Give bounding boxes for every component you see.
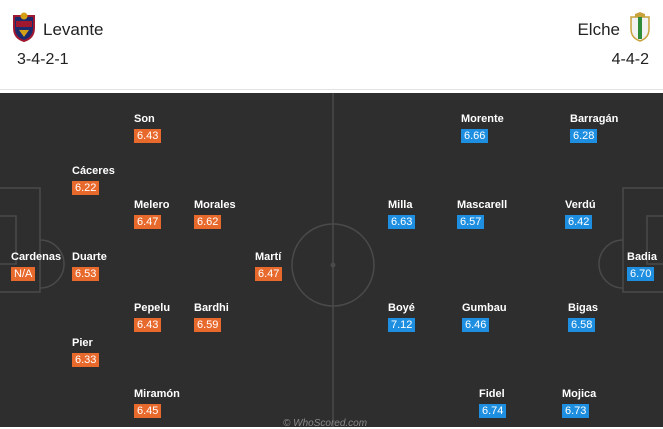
home-player-bardhi[interactable]: Bardhi 6.59	[194, 302, 254, 333]
pitch	[0, 93, 663, 427]
player-rating: 6.58	[568, 318, 596, 332]
player-rating: 6.47	[255, 267, 283, 281]
player-rating: 6.42	[565, 215, 593, 229]
away-player-badia[interactable]: Badia 6.70	[627, 251, 663, 282]
player-rating: 6.46	[462, 318, 490, 332]
levante-crest-icon	[11, 12, 37, 43]
match-header: Levante 3-4-2-1 Elche 4-4-2	[0, 0, 663, 90]
home-player-duarte[interactable]: Duarte 6.53	[72, 251, 132, 282]
player-rating: N/A	[11, 267, 36, 281]
watermark: © WhoScored.com	[283, 418, 368, 429]
away-player-morente[interactable]: Morente 6.66	[461, 113, 521, 144]
away-player-verdu[interactable]: Verdú 6.42	[565, 199, 625, 230]
player-rating: 6.70	[627, 267, 655, 281]
player-name: Bigas	[568, 302, 598, 314]
home-player-pier[interactable]: Pier 6.33	[72, 337, 132, 368]
away-player-mojica[interactable]: Mojica 6.73	[562, 388, 622, 419]
away-formation: 4-4-2	[611, 51, 649, 68]
home-player-morales[interactable]: Morales 6.62	[194, 199, 254, 230]
away-player-barragan[interactable]: Barragán 6.28	[570, 113, 630, 144]
home-player-marti[interactable]: Martí 6.47	[255, 251, 315, 282]
player-rating: 6.74	[479, 404, 507, 418]
player-rating: 6.22	[72, 181, 100, 195]
player-name: Morente	[461, 113, 504, 125]
player-rating: 6.47	[134, 215, 162, 229]
player-rating: 6.57	[457, 215, 485, 229]
player-rating: 6.53	[72, 267, 100, 281]
home-player-caceres[interactable]: Cáceres 6.22	[72, 165, 132, 196]
player-name: Badia	[627, 251, 657, 263]
away-player-bigas[interactable]: Bigas 6.58	[568, 302, 628, 333]
player-rating: 6.43	[134, 129, 162, 143]
player-name: Miramón	[134, 388, 180, 400]
player-name: Cardenas	[11, 251, 62, 263]
away-player-gumbau[interactable]: Gumbau 6.46	[462, 302, 522, 333]
player-name: Milla	[388, 199, 413, 211]
player-rating: 6.66	[461, 129, 489, 143]
player-name: Fidel	[479, 388, 505, 400]
player-name: Mojica	[562, 388, 597, 400]
player-name: Martí	[255, 251, 282, 263]
player-rating: 6.62	[194, 215, 222, 229]
player-rating: 6.28	[570, 129, 598, 143]
player-name: Gumbau	[462, 302, 507, 314]
home-player-melero[interactable]: Melero 6.47	[134, 199, 194, 230]
player-name: Son	[134, 113, 155, 125]
away-player-milla[interactable]: Milla 6.63	[388, 199, 448, 230]
player-rating: 6.43	[134, 318, 162, 332]
player-name: Morales	[194, 199, 236, 211]
player-name: Bardhi	[194, 302, 229, 314]
home-team-name[interactable]: Levante	[43, 20, 104, 39]
away-team-name[interactable]: Elche	[577, 20, 620, 39]
player-rating: 6.73	[562, 404, 590, 418]
player-name: Verdú	[565, 199, 596, 211]
player-name: Melero	[134, 199, 170, 211]
home-player-miramon[interactable]: Miramón 6.45	[134, 388, 194, 419]
player-name: Mascarell	[457, 199, 508, 211]
player-rating: 7.12	[388, 318, 416, 332]
player-name: Barragán	[570, 113, 619, 125]
away-player-mascarell[interactable]: Mascarell 6.57	[457, 199, 517, 230]
player-name: Pepelu	[134, 302, 171, 314]
player-name: Cáceres	[72, 165, 115, 177]
home-player-cardenas[interactable]: Cardenas N/A	[11, 251, 71, 282]
player-name: Boyé	[388, 302, 415, 314]
player-name: Duarte	[72, 251, 107, 263]
home-player-pepelu[interactable]: Pepelu 6.43	[134, 302, 194, 333]
home-player-son[interactable]: Son 6.43	[134, 113, 194, 144]
elche-crest-icon	[627, 12, 653, 42]
away-player-boye[interactable]: Boyé 7.12	[388, 302, 448, 333]
player-rating: 6.59	[194, 318, 222, 332]
player-rating: 6.33	[72, 353, 100, 367]
pitch-lines	[0, 93, 663, 427]
away-player-fidel[interactable]: Fidel 6.74	[479, 388, 539, 419]
player-rating: 6.63	[388, 215, 416, 229]
home-formation: 3-4-2-1	[17, 51, 69, 68]
player-rating: 6.45	[134, 404, 162, 418]
player-name: Pier	[72, 337, 93, 349]
